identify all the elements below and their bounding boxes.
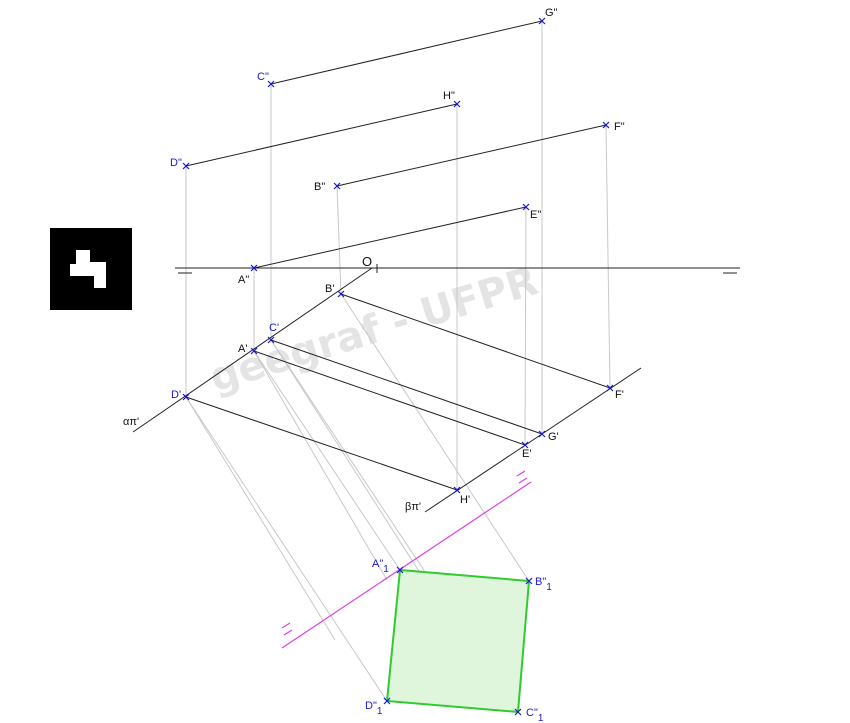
point-marker-icon <box>514 708 522 716</box>
point-marker-icon <box>267 80 275 88</box>
point-marker-icon <box>538 430 546 438</box>
segment-a1-e1 <box>253 350 526 446</box>
point-marker-icon <box>525 577 533 585</box>
point-c1: C' <box>267 322 279 344</box>
segment-b1-f1 <box>340 293 611 389</box>
point-a2: A" <box>238 264 258 286</box>
point-marker-icon <box>522 203 530 211</box>
point-f2: F" <box>602 121 625 133</box>
auxiliary-ground-line <box>281 470 532 649</box>
point-marker-icon <box>396 566 404 574</box>
segment-a2-e2 <box>253 206 527 269</box>
point-b2: B" <box>314 181 341 193</box>
point-b3: B"1 <box>525 576 552 593</box>
beta-plane-label: βπ' <box>405 501 421 513</box>
aux-tick-2 <box>283 629 293 636</box>
point-label-c2: C" <box>257 71 269 83</box>
true-size-square <box>385 568 531 714</box>
point-marker-icon <box>182 162 190 170</box>
point-f1: F' <box>606 384 624 401</box>
point-c2: C" <box>257 71 275 88</box>
segment-d2-h2 <box>185 103 458 167</box>
point-label-b2: B" <box>314 181 325 193</box>
point-marker-icon <box>250 264 258 272</box>
point-marker-icon <box>250 347 258 355</box>
point-label-g2: G" <box>545 7 558 19</box>
point-marker-icon <box>602 121 610 129</box>
recall-line-f2 <box>605 124 611 389</box>
point-marker-icon <box>453 100 461 108</box>
point-g2: G" <box>538 7 558 25</box>
point-label-d2: D" <box>170 157 182 169</box>
point-label-e2: E" <box>530 209 541 221</box>
point-c3: C"1 <box>514 707 544 723</box>
projection-extension-a <box>253 350 388 581</box>
point-label-h1: H' <box>460 494 470 506</box>
recall-line-e2 <box>524 206 527 446</box>
projection-line-b1 <box>340 293 530 582</box>
main-lines <box>132 20 740 513</box>
point-e1: E' <box>521 441 531 460</box>
point-a1: A' <box>238 343 258 355</box>
point-label-b1: B' <box>325 283 334 295</box>
point-label-a3: A"1 <box>372 558 389 575</box>
point-marker-icon <box>453 486 461 494</box>
geegraf-logo-icon <box>50 228 132 310</box>
segment-b2-f2 <box>336 124 607 187</box>
point-marker-icon <box>383 697 391 705</box>
beta-plane-trace <box>424 367 642 513</box>
point-label-d1: D' <box>171 389 181 401</box>
projection-line-d1 <box>185 396 388 702</box>
point-marker-icon <box>606 384 614 392</box>
recall-line-b2 <box>336 185 342 295</box>
point-label-d3: D"1 <box>365 700 383 717</box>
point-marker-icon <box>521 441 529 449</box>
aux-tick-1 <box>281 622 291 629</box>
point-label-c1: C' <box>269 322 279 334</box>
segment-c1-g1 <box>270 339 543 435</box>
point-a3: A"1 <box>372 558 404 575</box>
point-label-g1: G' <box>548 431 559 443</box>
auxiliary-line <box>281 481 532 649</box>
aux-tick-3 <box>516 470 526 477</box>
logo-glyph <box>70 250 106 288</box>
point-g1: G' <box>538 430 559 443</box>
point-marker-icon <box>538 17 546 25</box>
point-label-h2: H" <box>443 90 455 102</box>
point-label-e1: E' <box>522 448 531 460</box>
segment-c2-g2 <box>270 20 543 85</box>
point-label-a2: A" <box>238 274 249 286</box>
point-label-c3: C"1 <box>526 707 544 723</box>
point-d1: D' <box>171 389 190 401</box>
point-h2: H" <box>443 90 461 108</box>
point-b1: B' <box>325 283 345 298</box>
alpha-plane-label: απ' <box>123 416 139 428</box>
point-label-f1: F' <box>615 389 624 401</box>
point-marker-icon <box>333 182 341 190</box>
point-marker-icon <box>182 393 190 401</box>
point-e2: E" <box>522 203 541 221</box>
aux-tick-4 <box>518 477 528 484</box>
point-h1: H' <box>453 486 470 506</box>
point-label-a1: A' <box>238 343 247 355</box>
projection-line-a1 <box>253 350 401 571</box>
projection-extension-d <box>185 396 336 641</box>
point-label-f2: F" <box>614 121 625 133</box>
origin-label: O <box>362 254 372 269</box>
point-d3: D"1 <box>365 697 391 717</box>
segment-d1-h1 <box>185 396 458 491</box>
point-label-b3: B"1 <box>535 576 552 593</box>
point-marker-icon <box>267 336 275 344</box>
point-d2: D" <box>170 157 190 170</box>
point-marker-icon <box>337 290 345 298</box>
watermark-text: geegraf - UFPR <box>204 258 543 401</box>
